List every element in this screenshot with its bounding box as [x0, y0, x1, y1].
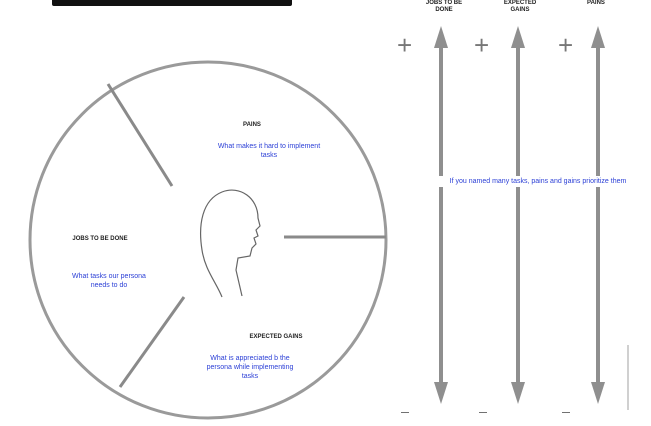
segment-heading-jobs: JOBS TO BE DONE: [72, 236, 128, 242]
arrow-head-up-jobs: [434, 26, 448, 48]
segment-text-gains: What is appreciated b the persona while …: [206, 355, 294, 381]
head-icon: [200, 189, 261, 298]
plus-icon-pains: +: [558, 30, 574, 60]
arrow-head-up-gains: [511, 26, 525, 48]
segment-text-pains: What makes it hard to implement tasks: [217, 143, 321, 160]
segment-heading-pains: PAINS: [243, 122, 261, 128]
arrow-head-down-pains: [591, 382, 605, 404]
segment-text-jobs: What tasks our persona needs to do: [72, 273, 146, 290]
priority-arrows: [434, 26, 605, 404]
plus-icon-jobs: +: [397, 30, 413, 60]
arrow-head-down-gains: [511, 382, 525, 404]
prioritize-instruction: If you named many tasks, pains and gains…: [438, 176, 638, 188]
minus-icon-pains: —: [562, 408, 570, 417]
column-head-pains: PAINS: [587, 0, 605, 6]
column-head-gains: EXPECTED GAINS: [503, 0, 537, 13]
arrow-head-up-pains: [591, 26, 605, 48]
plus-icon-gains: +: [474, 30, 490, 60]
title-bar-decoration: [52, 0, 292, 6]
divider-bottom-left: [118, 296, 186, 388]
arrow-head-down-jobs: [434, 382, 448, 404]
persona-circle: [28, 60, 388, 420]
column-head-jobs: JOBS TO BE DONE: [425, 0, 463, 13]
minus-icon-jobs: —: [401, 408, 409, 417]
minus-icon-gains: —: [479, 408, 487, 417]
segment-heading-gains: EXPECTED GAINS: [249, 334, 303, 340]
divider-top-left: [106, 83, 174, 187]
